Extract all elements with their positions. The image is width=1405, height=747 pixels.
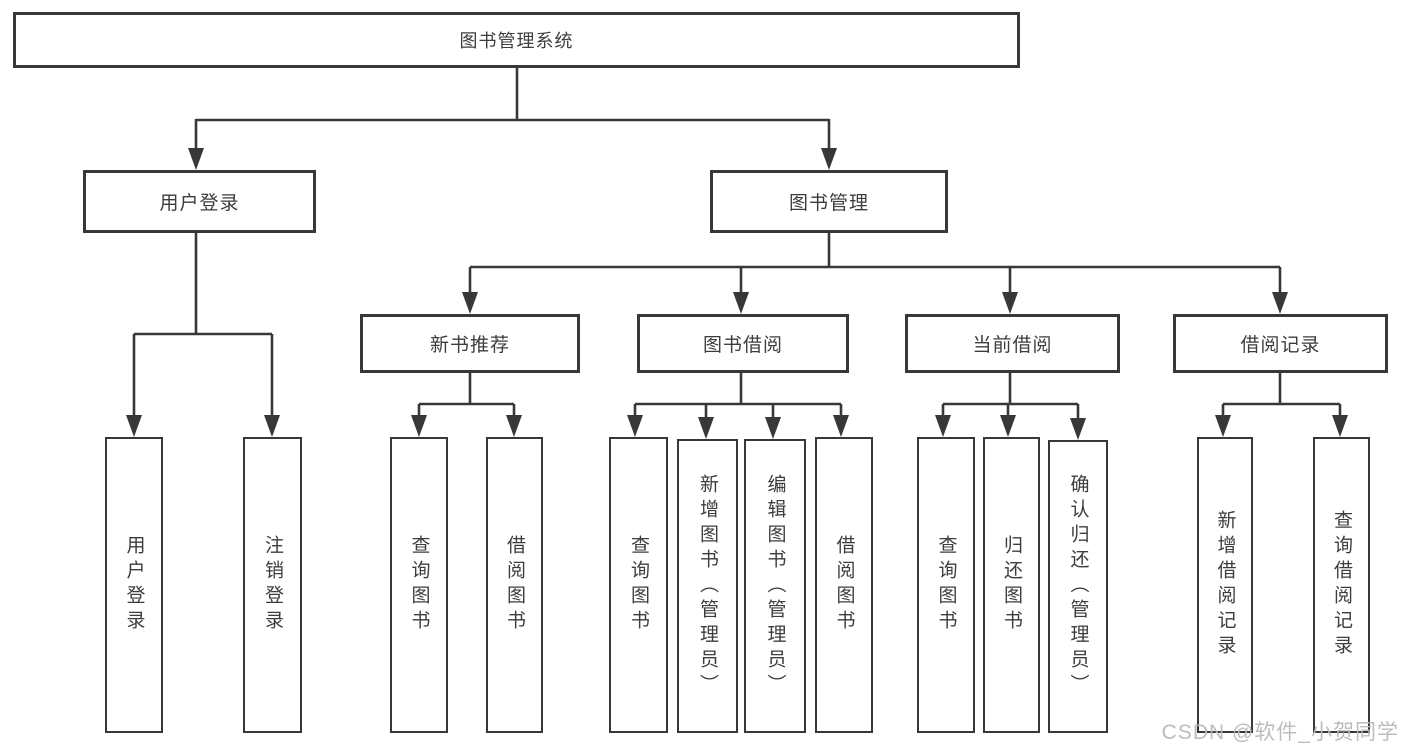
node-label: 图书管理系统 [459,31,574,51]
node-label: 查询图书 [628,535,649,635]
node-book-management: 图书管理 [710,170,948,233]
node-label: 当前借阅 [972,335,1053,356]
node-label: 新增借阅记录 [1214,510,1236,660]
node-label: 新书推荐 [429,335,510,356]
node-borrow-books: 借阅图书 [815,437,873,733]
node-label: 新增图书（管理员） [697,473,718,699]
node-query-books-recommendation: 查询图书 [390,437,448,733]
node-label: 查询图书 [935,535,957,635]
node-label: 确认归还（管理员） [1067,474,1089,699]
node-add-borrow-record: 新增借阅记录 [1197,437,1253,733]
node-query-books-borrowing: 查询图书 [609,437,668,733]
node-label: 用户登录 [123,535,145,635]
node-add-books-admin: 新增图书（管理员） [677,439,738,733]
node-query-borrow-record: 查询借阅记录 [1313,437,1370,733]
node-user-login: 用户登录 [83,170,316,233]
node-new-book-recommendation: 新书推荐 [360,314,580,373]
node-label: 编辑图书（管理员） [764,473,786,699]
node-user-login-leaf: 用户登录 [105,437,163,733]
node-return-books: 归还图书 [983,437,1040,733]
node-label: 查询借阅记录 [1331,510,1352,660]
node-query-books-current: 查询图书 [917,437,975,733]
node-label: 归还图书 [1001,535,1022,635]
node-label: 用户登录 [159,193,240,214]
watermark: CSDN @软件_小贺同学 [1161,721,1399,744]
node-confirm-return-admin: 确认归还（管理员） [1048,440,1108,733]
node-label: 注销登录 [262,535,283,635]
node-borrowing-records: 借阅记录 [1173,314,1388,373]
node-library-management-system: 图书管理系统 [13,12,1020,68]
node-book-borrowing: 图书借阅 [637,314,849,373]
node-label: 图书借阅 [702,335,783,356]
node-label: 图书管理 [788,193,869,214]
node-logout: 注销登录 [243,437,302,733]
node-borrow-books-recommendation: 借阅图书 [486,437,543,733]
node-current-borrowing: 当前借阅 [905,314,1120,373]
node-label: 借阅图书 [504,535,525,635]
node-label: 查询图书 [408,535,430,635]
node-edit-books-admin: 编辑图书（管理员） [744,439,806,733]
node-label: 借阅记录 [1240,335,1321,356]
node-label: 借阅图书 [833,535,855,635]
